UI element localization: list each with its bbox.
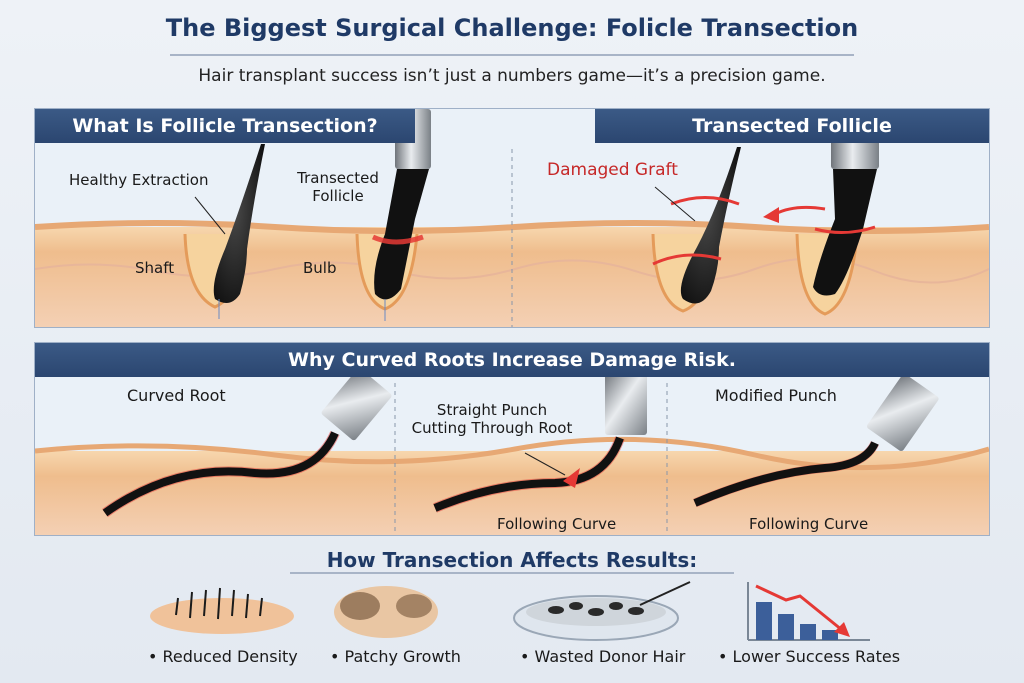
- panel1-bar-right: Transected Follicle: [595, 109, 989, 143]
- label-modified-punch: Modified Punch: [715, 386, 837, 405]
- punch-tool-icon-3: [605, 373, 647, 435]
- result-reduced-density: • Reduced Density: [148, 647, 298, 666]
- curved-root-icon: [102, 431, 339, 517]
- cut-arrow-icon: [563, 468, 580, 488]
- result-wasted-donor-hair: • Wasted Donor Hair: [520, 647, 686, 666]
- result-patchy-growth: • Patchy Growth: [330, 647, 461, 666]
- declining-bar-chart-icon: [747, 582, 870, 641]
- label-shaft: Shaft: [135, 259, 175, 277]
- modified-punch-tool-icon: [867, 374, 939, 451]
- title-divider: [170, 54, 854, 56]
- curved-root-illustration: [35, 368, 989, 535]
- healthy-hair-icon: [213, 144, 265, 303]
- transection-panel: What Is Follicle Transection? Transected…: [34, 108, 990, 328]
- modified-punch-root-icon: [693, 441, 879, 507]
- transection-illustration: [35, 109, 989, 327]
- label-following-curve-2: Following Curve: [749, 515, 869, 533]
- panel2-bar: Why Curved Roots Increase Damage Risk.: [35, 343, 989, 377]
- curved-root-panel: Why Curved Roots Increase Damage Risk. C…: [34, 342, 990, 536]
- transected-hair-icon: [374, 169, 429, 300]
- patchy-growth-icon: [334, 586, 438, 638]
- reduced-density-icon: [150, 587, 294, 634]
- petri-dish-icon: [513, 581, 691, 641]
- punch-tool-icon-2: [321, 368, 392, 441]
- label-following-curve-1: Following Curve: [497, 515, 617, 533]
- results-title: How Transection Affects Results:: [326, 548, 698, 572]
- label-bulb: Bulb: [303, 259, 337, 277]
- label-damaged-graft: Damaged Graft: [547, 160, 678, 180]
- results-divider: [290, 572, 734, 574]
- damaged-graft-icon: [680, 147, 741, 304]
- straight-punch-root-icon: [433, 436, 624, 512]
- result-lower-success-rates: • Lower Success Rates: [718, 647, 901, 666]
- label-curved-root: Curved Root: [127, 386, 226, 405]
- page-subtitle: Hair transplant success isn’t just a num…: [198, 66, 826, 86]
- page-title: The Biggest Surgical Challenge: Folicle …: [165, 14, 859, 42]
- panel1-bar-left: What Is Follicle Transection?: [35, 109, 415, 143]
- label-healthy-extraction: Healthy Extraction: [69, 171, 209, 189]
- red-arrow-icon: [774, 205, 826, 216]
